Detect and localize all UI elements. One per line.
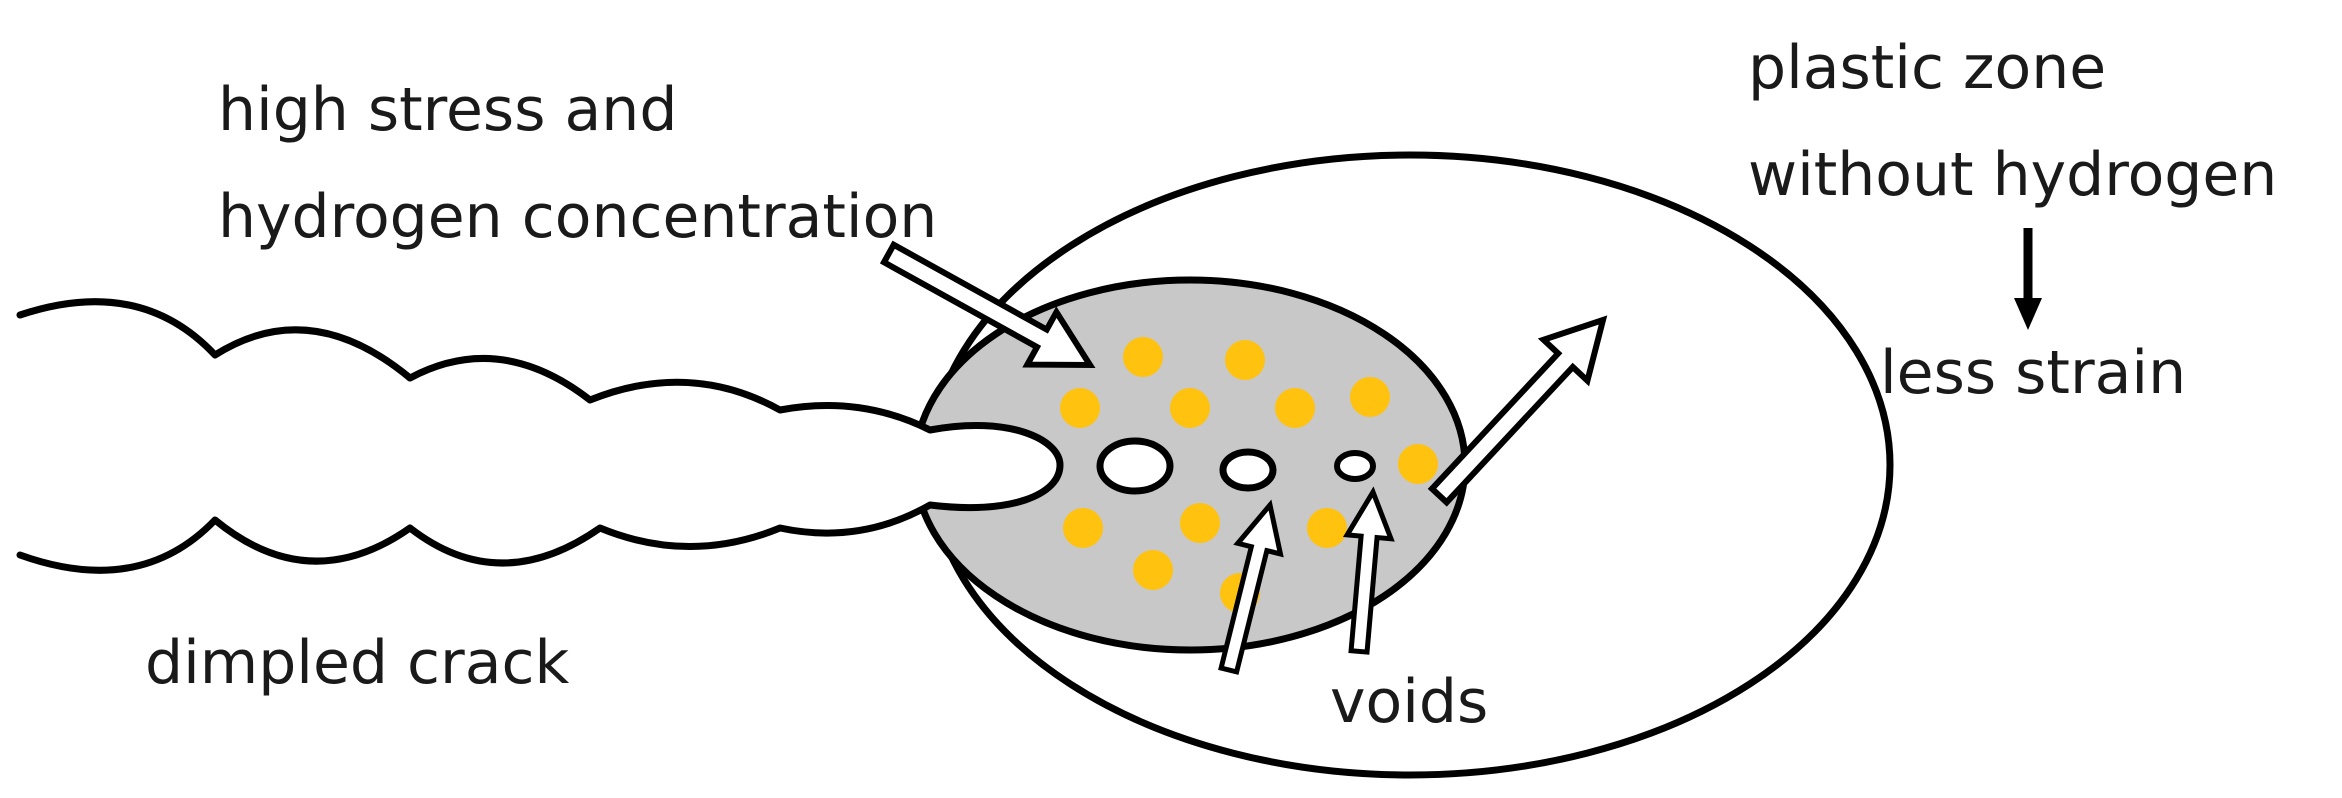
dimpled-crack-label: dimpled crack — [145, 628, 569, 698]
hydrogen-atom — [1398, 444, 1438, 484]
dimpled-crack — [16, 298, 1064, 574]
plastic-zone-label-line2: without hydrogen — [1748, 140, 2277, 210]
plastic-zone-arrow — [1427, 315, 1608, 507]
less-strain-arrow — [2014, 228, 2042, 330]
voids-label: voids — [1330, 667, 1488, 737]
hydrogen-atom — [1123, 337, 1163, 377]
hydrogen-atom — [1060, 388, 1100, 428]
hydrogen-atom — [1063, 508, 1103, 548]
void — [1219, 448, 1277, 492]
hydrogen-atom — [1275, 388, 1315, 428]
high-stress-arrow — [879, 240, 1096, 369]
hydrogen-atom — [1225, 340, 1265, 380]
hydrogen-atom — [1307, 508, 1347, 548]
hydrogen-atom — [1170, 388, 1210, 428]
voids-arrow-left — [1218, 499, 1284, 675]
less-strain-label: less strain — [1880, 338, 2186, 408]
voids-arrow-right — [1342, 486, 1395, 655]
plastic-zone-label-line1: plastic zone — [1748, 33, 2106, 103]
hydrogen-atom — [1350, 377, 1390, 417]
high-stress-label-line2: hydrogen concentration — [218, 182, 937, 252]
void — [1334, 450, 1376, 482]
hydrogen-atom — [1180, 503, 1220, 543]
void — [1096, 437, 1174, 495]
hydrogen-atom — [1133, 550, 1173, 590]
high-stress-label-line1: high stress and — [218, 75, 677, 145]
